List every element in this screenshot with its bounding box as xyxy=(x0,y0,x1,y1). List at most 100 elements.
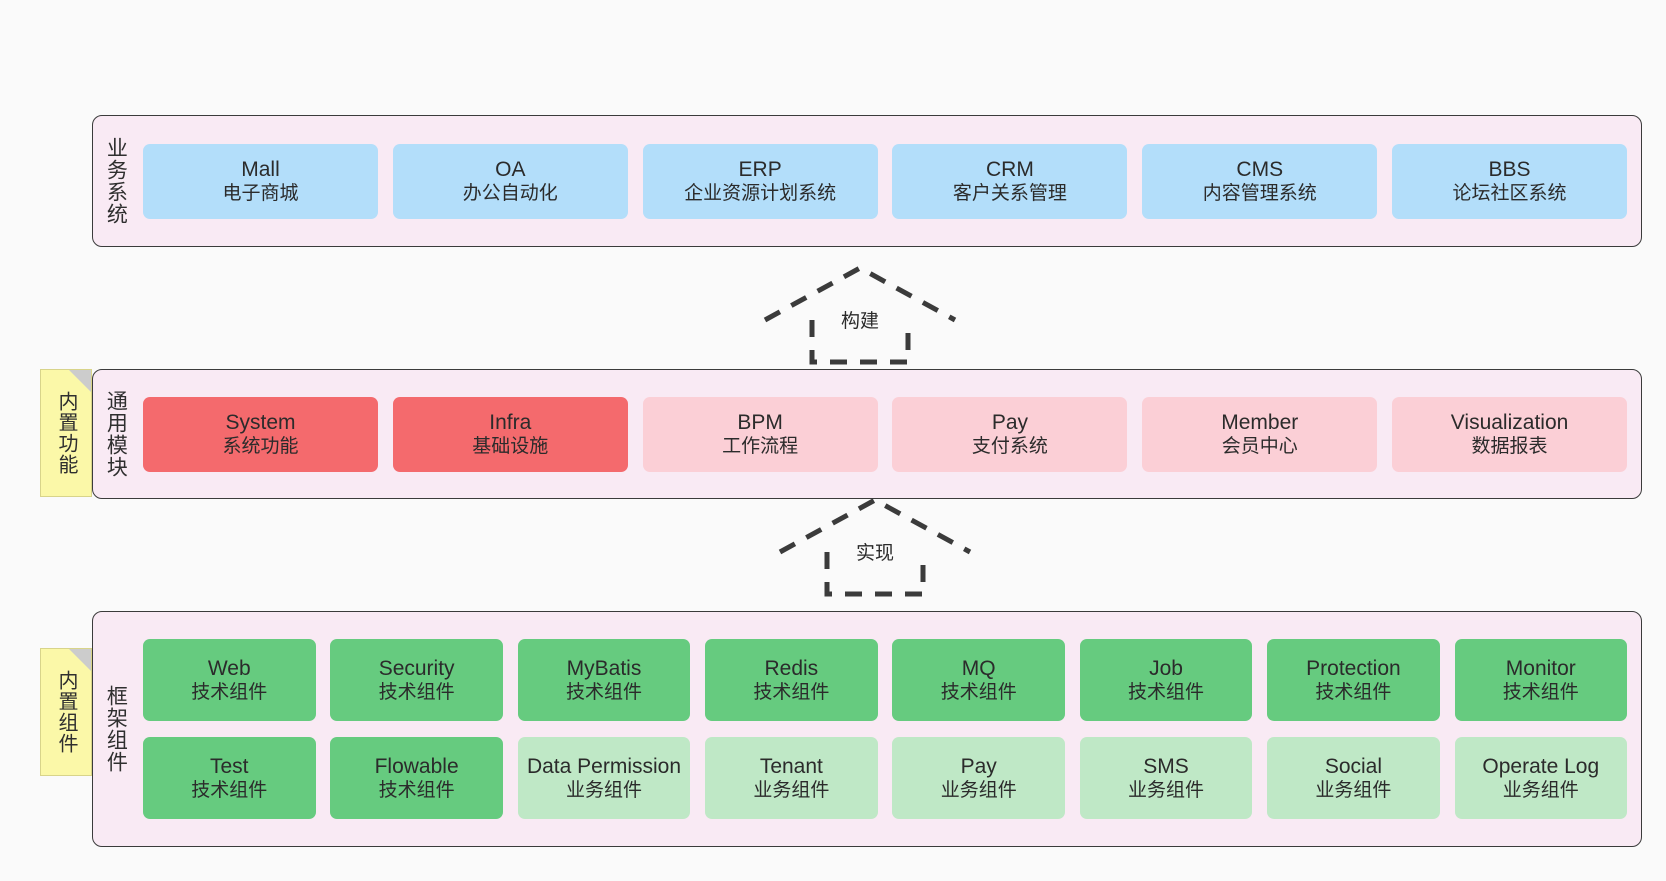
card-subtitle: 技术组件 xyxy=(1315,682,1392,704)
card-subtitle: 办公自动化 xyxy=(462,183,558,205)
framework-components-band: 框架组件 Web 技术组件 Security 技术组件 MyBatis 技术组件… xyxy=(92,611,1642,847)
card-subtitle: 会员中心 xyxy=(1221,436,1298,458)
common-cards-container: System 系统功能 Infra 基础设施 BPM 工作流程 Pay 支付系统… xyxy=(137,370,1641,498)
card-subtitle: 技术组件 xyxy=(191,780,268,802)
card-title: SMS xyxy=(1143,754,1189,778)
business-card-row: Mall 电子商城 OA 办公自动化 ERP 企业资源计划系统 CRM 客户关系… xyxy=(143,143,1628,219)
card-flowable[interactable]: Flowable 技术组件 xyxy=(330,737,503,819)
card-subtitle: 业务组件 xyxy=(753,780,830,802)
card-protection[interactable]: Protection 技术组件 xyxy=(1267,639,1440,721)
card-title: OA xyxy=(495,157,526,181)
card-pay-module[interactable]: Pay 支付系统 xyxy=(892,396,1128,472)
card-cms[interactable]: CMS 内容管理系统 xyxy=(1142,143,1378,219)
card-mq[interactable]: MQ 技术组件 xyxy=(892,639,1065,721)
framework-card-row-2: Test 技术组件 Flowable 技术组件 Data Permission … xyxy=(143,737,1628,819)
sticky-note-builtin-features: 内置功能 xyxy=(40,369,92,497)
card-tenant[interactable]: Tenant 业务组件 xyxy=(705,737,878,819)
connector-realize: 实现 xyxy=(775,492,975,602)
card-title: ERP xyxy=(738,157,782,181)
card-subtitle: 技术组件 xyxy=(191,682,268,704)
card-visualization[interactable]: Visualization 数据报表 xyxy=(1392,396,1628,472)
card-subtitle: 支付系统 xyxy=(971,436,1048,458)
business-systems-band: 业务系统 Mall 电子商城 OA 办公自动化 ERP 企业资源计划系统 CRM… xyxy=(92,115,1642,247)
card-subtitle: 业务组件 xyxy=(1315,780,1392,802)
card-title: MQ xyxy=(961,656,996,680)
card-subtitle: 业务组件 xyxy=(940,780,1017,802)
card-data-permission[interactable]: Data Permission 业务组件 xyxy=(517,737,691,819)
card-title: Monitor xyxy=(1505,656,1576,680)
card-title: BPM xyxy=(737,410,783,434)
card-title: Security xyxy=(378,656,455,680)
card-title: Protection xyxy=(1306,656,1401,680)
card-mybatis[interactable]: MyBatis 技术组件 xyxy=(517,639,691,721)
card-title: Pay xyxy=(960,754,997,778)
card-subtitle: 客户关系管理 xyxy=(952,183,1067,205)
card-title: Tenant xyxy=(759,754,823,778)
dashed-arrow-up-icon xyxy=(778,497,972,597)
card-infra[interactable]: Infra 基础设施 xyxy=(392,396,628,472)
sticky-note-builtin-components: 内置组件 xyxy=(40,648,92,776)
band-label-business: 业务系统 xyxy=(104,137,128,225)
common-modules-band: 通用模块 System 系统功能 Infra 基础设施 BPM 工作流程 Pay… xyxy=(92,369,1642,499)
card-erp[interactable]: ERP 企业资源计划系统 xyxy=(642,143,878,219)
card-title: Test xyxy=(210,754,249,778)
card-title: MyBatis xyxy=(566,656,642,680)
dashed-arrow-up-icon xyxy=(763,265,957,365)
card-subtitle: 数据报表 xyxy=(1471,436,1548,458)
card-subtitle: 业务组件 xyxy=(1502,780,1579,802)
card-title: Member xyxy=(1221,410,1299,434)
card-pay-component[interactable]: Pay 业务组件 xyxy=(892,737,1065,819)
card-member[interactable]: Member 会员中心 xyxy=(1142,396,1378,472)
card-title: Pay xyxy=(991,410,1029,434)
card-job[interactable]: Job 技术组件 xyxy=(1079,639,1253,721)
card-crm[interactable]: CRM 客户关系管理 xyxy=(892,143,1128,219)
card-title: CRM xyxy=(986,157,1034,181)
card-operate-log[interactable]: Operate Log 业务组件 xyxy=(1454,737,1628,819)
card-subtitle: 技术组件 xyxy=(1128,682,1205,704)
card-title: System xyxy=(225,410,296,434)
card-title: Flowable xyxy=(374,754,459,778)
card-bpm[interactable]: BPM 工作流程 xyxy=(642,396,878,472)
framework-cards-container: Web 技术组件 Security 技术组件 MyBatis 技术组件 Redi… xyxy=(137,612,1641,846)
card-subtitle: 系统功能 xyxy=(222,436,299,458)
card-title: Data Permission xyxy=(526,754,682,778)
card-subtitle: 技术组件 xyxy=(753,682,830,704)
card-test[interactable]: Test 技术组件 xyxy=(143,737,316,819)
card-subtitle: 企业资源计划系统 xyxy=(684,183,837,205)
connector-build: 构建 xyxy=(760,260,960,370)
card-bbs[interactable]: BBS 论坛社区系统 xyxy=(1392,143,1628,219)
card-subtitle: 内容管理系统 xyxy=(1202,183,1317,205)
card-social[interactable]: Social 业务组件 xyxy=(1267,737,1440,819)
card-subtitle: 业务组件 xyxy=(1128,780,1205,802)
card-title: BBS xyxy=(1488,157,1531,181)
card-redis[interactable]: Redis 技术组件 xyxy=(705,639,878,721)
card-subtitle: 技术组件 xyxy=(378,780,455,802)
card-subtitle: 技术组件 xyxy=(940,682,1017,704)
common-card-row: System 系统功能 Infra 基础设施 BPM 工作流程 Pay 支付系统… xyxy=(143,396,1628,472)
framework-card-row-1: Web 技术组件 Security 技术组件 MyBatis 技术组件 Redi… xyxy=(143,639,1628,721)
card-subtitle: 论坛社区系统 xyxy=(1452,183,1567,205)
card-security[interactable]: Security 技术组件 xyxy=(330,639,503,721)
card-sms[interactable]: SMS 业务组件 xyxy=(1079,737,1253,819)
card-web[interactable]: Web 技术组件 xyxy=(143,639,316,721)
card-subtitle: 电子商城 xyxy=(222,183,299,205)
card-title: Infra xyxy=(489,410,532,434)
card-subtitle: 业务组件 xyxy=(565,780,642,802)
card-title: Job xyxy=(1149,656,1183,680)
card-subtitle: 技术组件 xyxy=(378,682,455,704)
card-system[interactable]: System 系统功能 xyxy=(143,396,378,472)
card-mall[interactable]: Mall 电子商城 xyxy=(143,143,378,219)
card-subtitle: 技术组件 xyxy=(565,682,642,704)
card-title: Visualization xyxy=(1450,410,1569,434)
card-title: CMS xyxy=(1236,157,1284,181)
card-subtitle: 工作流程 xyxy=(722,436,799,458)
card-monitor[interactable]: Monitor 技术组件 xyxy=(1454,639,1628,721)
band-label-framework: 框架组件 xyxy=(104,685,128,773)
card-oa[interactable]: OA 办公自动化 xyxy=(392,143,628,219)
business-cards-container: Mall 电子商城 OA 办公自动化 ERP 企业资源计划系统 CRM 客户关系… xyxy=(137,116,1641,246)
card-title: Mall xyxy=(241,157,280,181)
band-label-common: 通用模块 xyxy=(104,390,128,478)
connector-label-realize: 实现 xyxy=(855,543,895,564)
connector-label-build: 构建 xyxy=(840,311,880,332)
card-title: Web xyxy=(207,656,251,680)
